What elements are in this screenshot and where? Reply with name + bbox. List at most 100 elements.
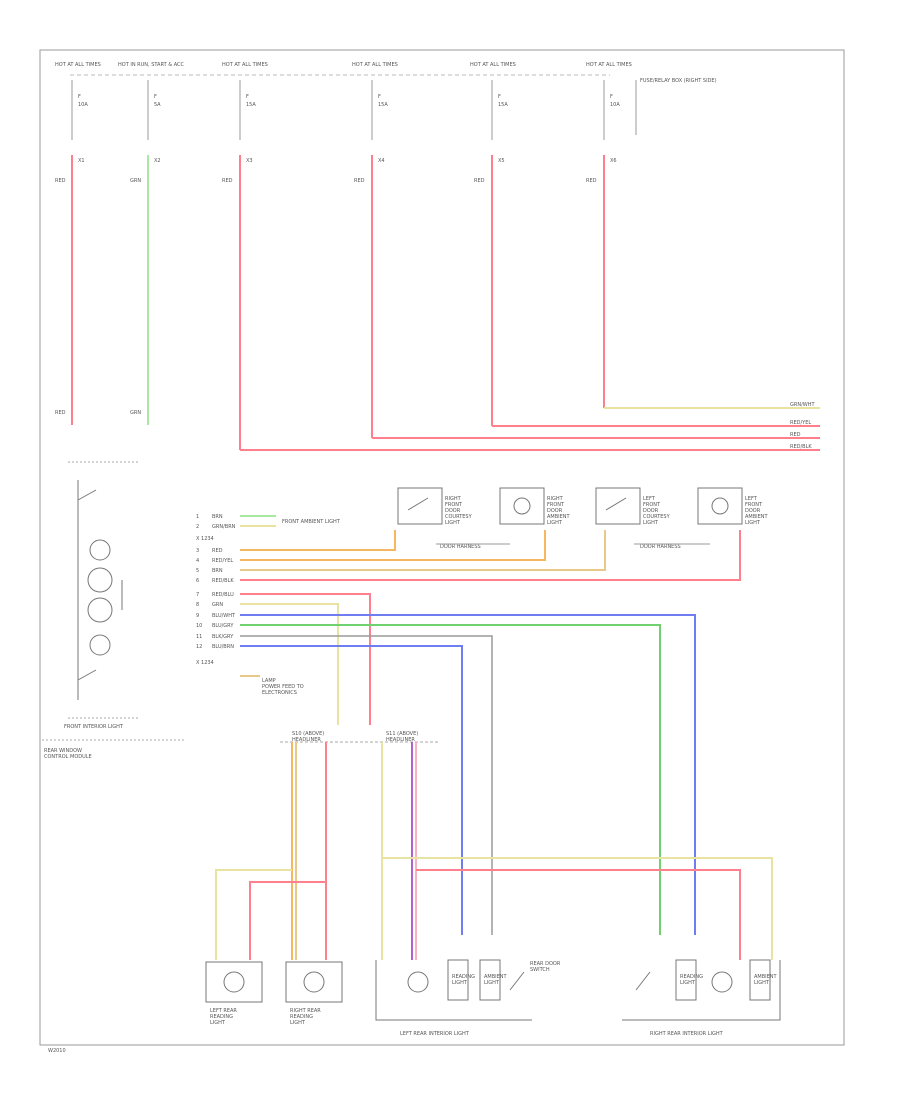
left-rear-reading-light — [205, 961, 263, 1003]
svg-text:GRN: GRN — [130, 178, 141, 184]
front-interior-light — [77, 480, 123, 700]
svg-text:X 1234: X 1234 — [196, 536, 214, 542]
svg-text:10A: 10A — [78, 102, 88, 108]
svg-text:RED/BLK: RED/BLK — [212, 578, 234, 584]
svg-text:10: 10 — [196, 623, 202, 629]
lamp-icon — [87, 597, 113, 623]
svg-text:15A: 15A — [498, 102, 508, 108]
switch-connector: 1 BRN 2 GRN/BRN 3 RED 4 RED/YEL 5 BRN 6 … — [196, 514, 236, 666]
page-code: W2010 — [48, 1048, 66, 1054]
svg-text:5A: 5A — [154, 102, 161, 108]
svg-text:5: 5 — [196, 568, 199, 574]
svg-text:F: F — [78, 94, 81, 100]
fuse-3: HOT AT ALL TIMES F 15A X3 — [222, 62, 268, 164]
svg-text:BRN: BRN — [212, 568, 223, 574]
fuse-4-label: HOT AT ALL TIMES — [352, 62, 398, 68]
svg-text:RED/BLU: RED/BLU — [212, 592, 234, 598]
lamp-icon — [303, 971, 325, 993]
svg-text:15A: 15A — [246, 102, 256, 108]
svg-text:4: 4 — [196, 558, 199, 564]
svg-text:F: F — [498, 94, 501, 100]
fuse-3-label: HOT AT ALL TIMES — [222, 62, 268, 68]
svg-text:X1: X1 — [78, 158, 85, 164]
fuse-5: HOT AT ALL TIMES F 15A X5 — [470, 62, 516, 164]
svg-text:F: F — [154, 94, 157, 100]
svg-text:BRN: BRN — [212, 514, 223, 520]
svg-text:RED: RED — [222, 178, 233, 184]
svg-text:GRN/BRN: GRN/BRN — [212, 524, 236, 530]
svg-text:RED: RED — [354, 178, 365, 184]
svg-text:9: 9 — [196, 613, 199, 619]
svg-text:DOOR HARNESS: DOOR HARNESS — [440, 544, 481, 550]
front-interior-light-label: FRONT INTERIOR LIGHT — [64, 724, 124, 730]
svg-text:12: 12 — [196, 644, 202, 650]
front-ambient-label: FRONT AMBIENT LIGHT — [282, 519, 341, 525]
lamp-icon — [223, 971, 245, 993]
svg-text:2: 2 — [196, 524, 199, 530]
svg-text:RIGHT REAR INTERIOR LIGHT: RIGHT REAR INTERIOR LIGHT — [650, 1031, 724, 1037]
lamp-icon — [407, 971, 429, 993]
svg-text:RED: RED — [212, 548, 223, 554]
svg-text:X 1234: X 1234 — [196, 660, 214, 666]
svg-text:F: F — [378, 94, 381, 100]
svg-text:X4: X4 — [378, 158, 385, 164]
svg-text:1: 1 — [196, 514, 199, 520]
right-front-door-courtesy-light — [397, 487, 443, 525]
svg-text:GRN: GRN — [212, 602, 223, 608]
fuse-2: HOT IN RUN, START & ACC F 5A X2 — [118, 62, 185, 164]
svg-text:8: 8 — [196, 602, 199, 608]
fuse-2-label: HOT IN RUN, START & ACC — [118, 62, 185, 68]
lamp-icon — [89, 634, 111, 656]
svg-text:RED: RED — [474, 178, 485, 184]
splice-right-label: S11 (ABOVE)HEADLINER — [386, 731, 418, 743]
splice-left-label: S10 (ABOVE)HEADLINER — [292, 731, 324, 743]
fuse-5-label: HOT AT ALL TIMES — [470, 62, 516, 68]
fuse-4: HOT AT ALL TIMES F 15A X4 — [352, 62, 398, 164]
left-front-door-ambient-light — [697, 487, 743, 525]
svg-text:X3: X3 — [246, 158, 253, 164]
svg-text:RED/BLK: RED/BLK — [790, 444, 812, 450]
svg-text:LEFT REAR INTERIOR LIGHT: LEFT REAR INTERIOR LIGHT — [400, 1031, 470, 1037]
lamp-icon — [89, 539, 111, 561]
svg-text:6: 6 — [196, 578, 199, 584]
svg-text:7: 7 — [196, 592, 199, 598]
svg-text:BLK/GRY: BLK/GRY — [212, 634, 234, 640]
fuse-6: HOT AT ALL TIMES F 10A X6 — [586, 62, 632, 164]
diagram-frame — [39, 49, 845, 1046]
svg-text:RED: RED — [790, 432, 801, 438]
svg-text:3: 3 — [196, 548, 199, 554]
svg-text:10A: 10A — [610, 102, 620, 108]
svg-text:DOOR HARNESS: DOOR HARNESS — [640, 544, 681, 550]
svg-text:15A: 15A — [378, 102, 388, 108]
svg-text:11: 11 — [196, 634, 202, 640]
svg-text:GRN/WHT: GRN/WHT — [790, 402, 815, 408]
svg-text:X2: X2 — [154, 158, 161, 164]
lamp-icon — [87, 567, 113, 593]
fuse-1-label: HOT AT ALL TIMES — [55, 62, 101, 68]
svg-text:F: F — [610, 94, 613, 100]
fuse-box-note: FUSE/RELAY BOX (RIGHT SIDE) — [640, 78, 717, 84]
svg-text:F: F — [246, 94, 249, 100]
svg-text:X5: X5 — [498, 158, 505, 164]
lamp-icon — [711, 971, 733, 993]
left-front-door-courtesy-light — [595, 487, 641, 525]
svg-text:RED/YEL: RED/YEL — [790, 420, 811, 426]
right-rear-reading-light — [285, 961, 343, 1003]
fuse-1: HOT AT ALL TIMES F 10A X1 — [55, 62, 101, 164]
